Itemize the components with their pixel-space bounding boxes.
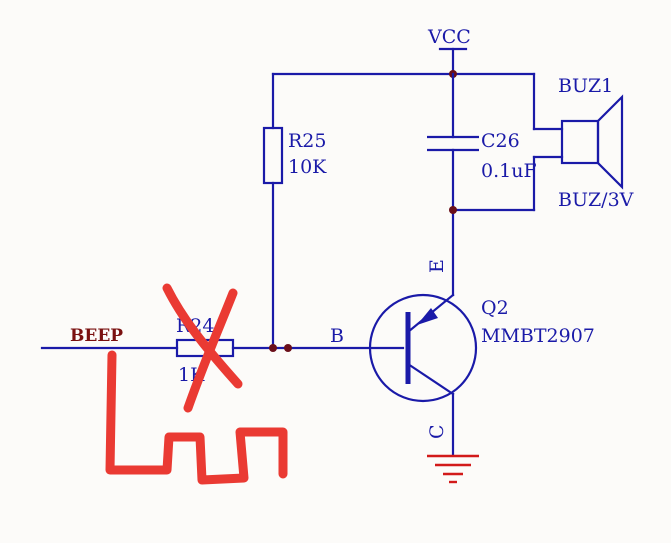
beep-input	[40, 338, 405, 358]
vcc-rail	[271, 47, 564, 131]
base-pin-label: B	[330, 325, 344, 347]
ground-icon	[427, 454, 479, 484]
capacitor-c26	[427, 72, 564, 297]
handwritten-waveform-mark	[105, 350, 288, 485]
q2-value: MMBT2907	[481, 325, 595, 347]
vcc-label: VCC	[427, 26, 471, 48]
r25-value: 10K	[288, 156, 327, 178]
q2-ref: Q2	[481, 297, 509, 319]
resistor-r25	[262, 72, 284, 350]
buzzer-ref: BUZ1	[558, 75, 613, 97]
transistor-q2	[368, 293, 478, 456]
beep-net-label: BEEP	[70, 326, 123, 346]
collector-pin-label: C	[426, 424, 448, 439]
emitter-pin-label: E	[426, 259, 448, 273]
buzzer-value: BUZ/3V	[558, 189, 634, 211]
c26-value: 0.1uF	[481, 160, 537, 182]
handwritten-cross-mark	[162, 283, 243, 413]
c26-ref: C26	[481, 130, 520, 152]
r25-ref: R25	[288, 130, 326, 152]
buzzer-icon	[560, 94, 624, 190]
